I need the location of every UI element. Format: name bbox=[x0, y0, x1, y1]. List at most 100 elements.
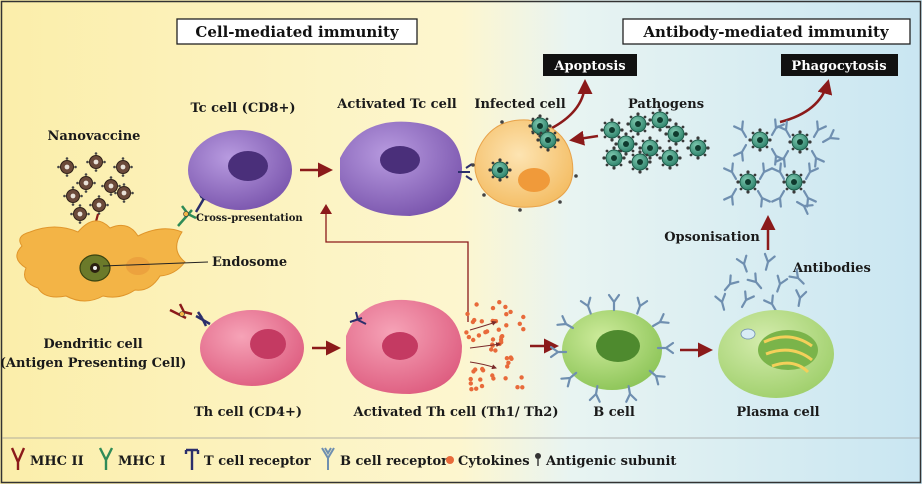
mhc-ii-icon bbox=[10, 447, 26, 470]
infected-cell bbox=[471, 113, 578, 212]
b-cell-receptor-icon bbox=[321, 447, 335, 470]
t-cell-receptor-icon bbox=[184, 448, 200, 470]
cytokine-dot bbox=[496, 327, 501, 332]
infection-arrow bbox=[569, 130, 599, 146]
cytokine-dot bbox=[468, 381, 473, 386]
cytokine-arrow-3 bbox=[469, 361, 497, 370]
phagocytosis-label: Phagocytosis bbox=[791, 59, 886, 74]
endosome-pointer-line bbox=[102, 261, 209, 267]
cross-presentation-label: Cross-presentation bbox=[196, 213, 303, 224]
cytokine-dot bbox=[503, 376, 508, 381]
legend-item-mhc-ii: MHC II bbox=[10, 447, 84, 470]
cytokine-dot bbox=[490, 337, 496, 342]
cytokine-dot bbox=[517, 321, 522, 326]
cytokine-dot bbox=[480, 366, 485, 372]
cytokine-dot bbox=[519, 375, 524, 380]
apoptosis-label: Apoptosis bbox=[553, 59, 625, 74]
legend-item-antigenic-subunit: Antigenic subunit bbox=[535, 453, 676, 469]
cytokine-dot bbox=[471, 337, 476, 343]
dendritic-cell-label-line2: (Antigen Presenting Cell) bbox=[0, 356, 186, 371]
cytokine-dot bbox=[520, 385, 525, 390]
dendritic-cell bbox=[16, 220, 186, 302]
antibody-mediated-title: Antibody-mediated immunity bbox=[642, 23, 889, 41]
infected-cell-label: Infected cell bbox=[474, 97, 565, 112]
nanovaccine-label: Nanovaccine bbox=[48, 129, 141, 144]
phagocytosis-tag: Phagocytosis bbox=[781, 54, 898, 76]
cytokine-dot bbox=[479, 383, 485, 389]
opsonisation-label: Opsonisation bbox=[664, 230, 760, 245]
cytokine-dot bbox=[497, 300, 502, 305]
cytokine-dot bbox=[504, 323, 509, 328]
th-cell-label: Th cell (CD4+) bbox=[194, 405, 302, 420]
cytokine-dot bbox=[478, 377, 483, 382]
mhc-i-icon bbox=[98, 447, 114, 470]
tc-cell bbox=[188, 130, 292, 210]
cytokine-dot bbox=[505, 364, 510, 369]
cytokine-arrow-1 bbox=[469, 320, 497, 331]
cytokine-dot bbox=[504, 356, 510, 361]
cytokine-dot bbox=[506, 360, 511, 365]
cytokine-dot bbox=[503, 304, 508, 310]
plasma-cell bbox=[718, 310, 834, 398]
cytokine-dot bbox=[500, 334, 505, 339]
b-cell bbox=[549, 293, 675, 403]
cytokine-dot bbox=[491, 376, 496, 381]
cytokine-dot bbox=[474, 302, 479, 307]
cytokine-dot bbox=[515, 385, 520, 390]
legend-item-mhc-i: MHC I bbox=[98, 447, 166, 470]
cytokine-dot bbox=[493, 348, 498, 353]
cytokine-dot bbox=[471, 369, 476, 374]
antibody-mediated-header: Antibody-mediated immunity bbox=[622, 18, 911, 45]
cytokine-dot bbox=[508, 309, 513, 315]
legend-label-b-cell-receptor: B cell receptor bbox=[340, 454, 448, 469]
legend-item-t-cell-receptor: T cell receptor bbox=[184, 448, 311, 470]
cytokine-dot bbox=[489, 347, 494, 352]
cytokine-dot-icon bbox=[446, 456, 454, 464]
th-cell bbox=[200, 310, 304, 386]
legend-label-antigenic-subunit: Antigenic subunit bbox=[545, 454, 676, 469]
phagocytosis-arrow bbox=[779, 79, 833, 124]
cytokine-dot bbox=[476, 333, 482, 338]
activated-th-label: Activated Th cell (Th1/ Th2) bbox=[353, 405, 559, 420]
th-help-line bbox=[325, 208, 469, 322]
plasma-cell-label: Plasma cell bbox=[736, 405, 819, 420]
cytokine-dot bbox=[465, 311, 470, 317]
th-help-arrowhead bbox=[320, 204, 332, 214]
activated-tc-cell bbox=[340, 121, 473, 216]
legend-item-b-cell-receptor: B cell receptor bbox=[321, 447, 448, 470]
apoptosis-tag: Apoptosis bbox=[543, 54, 637, 76]
dendritic-cell-label-line1: Dendritic cell bbox=[43, 337, 142, 352]
legend-label-t-cell-receptor: T cell receptor bbox=[204, 454, 311, 469]
cytokine-dot bbox=[504, 312, 509, 317]
legend-item-cytokines: Cytokines bbox=[446, 454, 530, 469]
cytokine-dot bbox=[469, 387, 474, 392]
cytokine-dot bbox=[479, 319, 484, 324]
cytokine-dot bbox=[521, 327, 526, 332]
antigenic-subunit-icon bbox=[535, 453, 541, 466]
tc-cell-label: Tc cell (CD8+) bbox=[190, 101, 295, 116]
legend-label-mhc-ii: MHC II bbox=[30, 454, 84, 469]
cytokine-dot bbox=[474, 386, 479, 391]
apoptosis-arrow bbox=[551, 79, 593, 130]
antibodies-label: Antibodies bbox=[792, 261, 871, 276]
activated-th-cell bbox=[346, 299, 462, 394]
cytokine-dot bbox=[464, 330, 469, 335]
endosome-label: Endosome bbox=[212, 255, 287, 270]
cytokine-dot bbox=[508, 355, 513, 360]
cytokine-arrow-2 bbox=[469, 342, 501, 349]
b-cell-label: B cell bbox=[593, 405, 635, 420]
cytokine-dot bbox=[521, 314, 526, 320]
legend-label-mhc-i: MHC I bbox=[118, 454, 166, 469]
cell-mediated-title: Cell-mediated immunity bbox=[195, 23, 399, 41]
cytokine-dot bbox=[490, 305, 496, 311]
legend: MHC II MHC I T cell receptor B cell rece… bbox=[10, 447, 676, 470]
activated-tc-label: Activated Tc cell bbox=[336, 97, 457, 112]
mhc-ii-receptor bbox=[169, 303, 211, 327]
cytokine-dot bbox=[466, 334, 472, 340]
cytokine-dot bbox=[483, 330, 488, 335]
cytokine-dot bbox=[468, 376, 473, 382]
legend-label-cytokines: Cytokines bbox=[458, 454, 530, 469]
